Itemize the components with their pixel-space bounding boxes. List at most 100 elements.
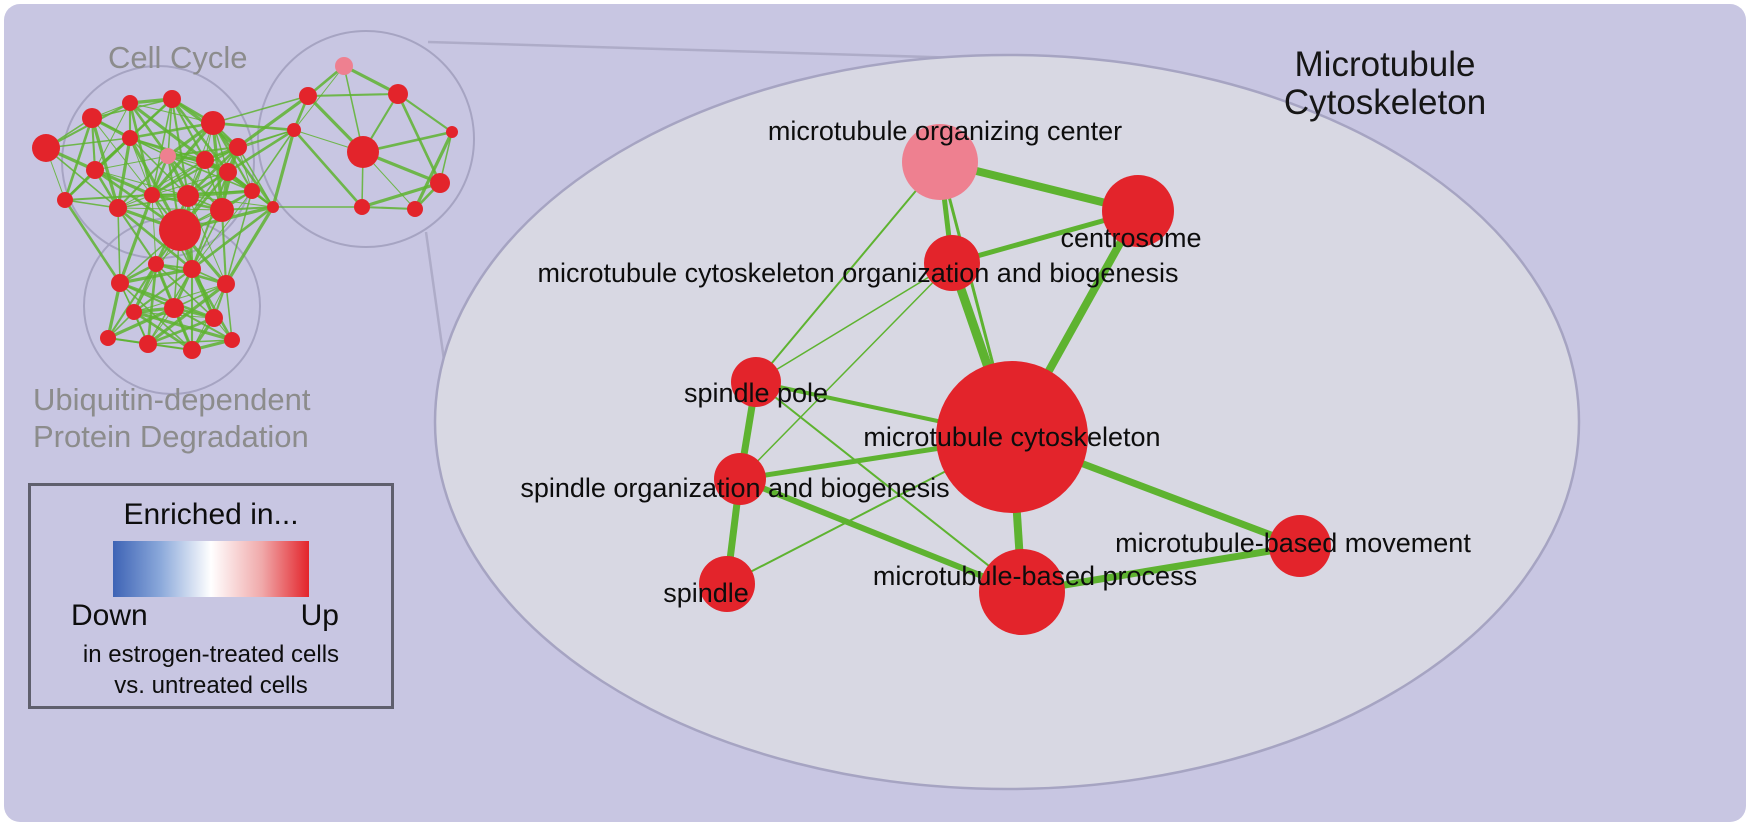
mini-node[interactable] xyxy=(446,126,458,138)
mini-edge xyxy=(107,306,175,340)
mini-edge xyxy=(397,93,453,133)
mini-node[interactable] xyxy=(86,161,104,179)
mini-node[interactable] xyxy=(159,209,201,251)
cluster-label-ubiquitin-line1: Ubiquitin-dependent xyxy=(33,382,311,417)
mini-edge xyxy=(133,310,193,352)
mini-node[interactable] xyxy=(196,151,214,169)
mini-node[interactable] xyxy=(100,330,116,346)
mini-node[interactable] xyxy=(299,87,317,105)
mini-edge xyxy=(147,316,215,346)
mini-node[interactable] xyxy=(183,341,201,359)
mini-node[interactable] xyxy=(139,335,157,353)
mini-edge xyxy=(211,122,275,208)
zoom-cluster-title-line2: Cytoskeleton xyxy=(1284,83,1486,122)
mini-edge xyxy=(117,207,121,284)
mini-node[interactable] xyxy=(82,108,102,128)
mini-edge xyxy=(173,307,233,341)
mini-node[interactable] xyxy=(244,183,260,199)
legend-gradient-bar xyxy=(113,541,309,597)
mini-node[interactable] xyxy=(335,57,353,75)
node-moc[interactable] xyxy=(902,124,978,200)
mini-node[interactable] xyxy=(388,84,408,104)
mini-edge xyxy=(237,146,274,208)
mini-node[interactable] xyxy=(32,134,60,162)
node-mt_cyto[interactable] xyxy=(936,361,1088,513)
mini-edge xyxy=(132,263,158,313)
mini-edge xyxy=(151,171,229,196)
mini-node[interactable] xyxy=(407,201,423,217)
mini-edge xyxy=(187,195,274,208)
node-spindle_org[interactable] xyxy=(714,453,766,505)
mini-edge xyxy=(190,268,234,341)
mini-node[interactable] xyxy=(210,198,234,222)
mini-node[interactable] xyxy=(267,201,279,213)
mini-edge xyxy=(343,64,399,96)
mini-node[interactable] xyxy=(177,185,199,207)
mini-node[interactable] xyxy=(183,260,201,278)
edge-spindle_pole-mt_process xyxy=(755,381,1023,593)
mini-edge xyxy=(63,199,122,284)
mini-node[interactable] xyxy=(148,256,164,272)
node-spindle[interactable] xyxy=(699,556,755,612)
legend-caption-line1: in estrogen-treated cells xyxy=(82,641,340,668)
node-label-spindle_pole: spindle pole xyxy=(684,378,828,408)
node-mt_movement[interactable] xyxy=(1269,515,1331,577)
node-spindle_pole[interactable] xyxy=(731,357,781,407)
mini-edge xyxy=(107,263,157,339)
mini-edge xyxy=(118,194,154,284)
legend-caption-line2: vs. untreated cells xyxy=(114,672,308,699)
node-label-mco: microtubule cytoskeleton organization an… xyxy=(538,258,1179,288)
mini-node[interactable] xyxy=(122,95,138,111)
mini-node[interactable] xyxy=(347,136,379,168)
mini-node[interactable] xyxy=(217,275,235,293)
mini-edge xyxy=(146,263,158,345)
mini-node[interactable] xyxy=(430,173,450,193)
mini-node[interactable] xyxy=(164,298,184,318)
mini-node[interactable] xyxy=(163,90,181,108)
mini-node[interactable] xyxy=(109,199,127,217)
mini-edge xyxy=(106,282,122,339)
mini-edge xyxy=(151,146,239,196)
mini-edge xyxy=(155,263,215,319)
node-centrosome[interactable] xyxy=(1102,175,1174,247)
cluster-label-cell-cycle: Cell Cycle xyxy=(108,40,248,75)
mini-node[interactable] xyxy=(219,163,237,181)
node-label-moc: microtubule organizing center xyxy=(768,116,1122,146)
edge-mco-spindle_org xyxy=(739,262,953,480)
mini-node[interactable] xyxy=(205,309,223,327)
mini-node[interactable] xyxy=(144,187,160,203)
node-label-spindle_org: spindle organization and biogenesis xyxy=(520,473,949,503)
mini-edge xyxy=(129,137,229,173)
mini-node[interactable] xyxy=(201,111,225,135)
mini-node[interactable] xyxy=(57,192,73,208)
mini-node[interactable] xyxy=(229,138,247,156)
mini-edge xyxy=(361,205,416,211)
mini-network-nodes xyxy=(32,57,458,359)
mini-edge xyxy=(151,159,206,196)
mini-edge xyxy=(227,128,295,174)
mini-node[interactable] xyxy=(287,123,301,137)
mini-node[interactable] xyxy=(224,332,240,348)
mini-edge xyxy=(171,98,206,161)
legend: Enriched in... Down Up in estrogen-treat… xyxy=(28,483,394,709)
edge-spindle_org-mt_process xyxy=(738,476,1024,595)
mini-node[interactable] xyxy=(111,274,129,292)
mini-edge xyxy=(413,131,454,210)
mini-edge xyxy=(117,155,169,209)
mini-edge xyxy=(293,65,345,131)
edge-moc-spindle_pole xyxy=(755,161,941,383)
edge-mt_process-mt_movement xyxy=(1021,542,1301,596)
mini-edge xyxy=(237,94,309,149)
node-mt_process[interactable] xyxy=(979,549,1065,635)
mini-node[interactable] xyxy=(160,148,176,164)
mini-node[interactable] xyxy=(126,304,142,320)
legend-caption: in estrogen-treated cells vs. untreated … xyxy=(31,639,391,701)
mini-edge xyxy=(133,268,193,313)
mini-node[interactable] xyxy=(122,130,138,146)
mini-node[interactable] xyxy=(354,199,370,215)
mini-edge xyxy=(167,98,173,157)
mini-edge xyxy=(293,129,363,208)
node-mco[interactable] xyxy=(924,235,980,291)
